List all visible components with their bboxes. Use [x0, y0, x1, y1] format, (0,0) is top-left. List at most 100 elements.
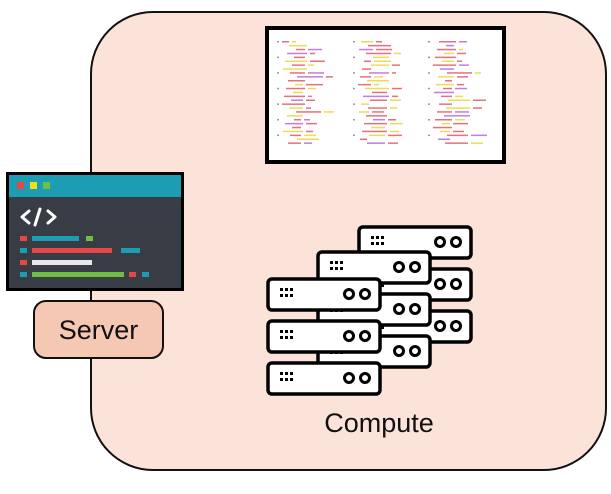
code-line-segment: [20, 248, 27, 253]
vent-dot: [381, 236, 384, 239]
panel-code-line: [304, 134, 316, 137]
panel-code-line: [283, 130, 303, 133]
panel-code-line: [392, 87, 402, 90]
panel-code-line: [366, 52, 391, 55]
panel-code-line: [457, 76, 468, 78]
panel-code-line: [362, 130, 387, 133]
indicator-light: [393, 261, 405, 273]
vent-dot: [285, 330, 288, 333]
panel-code-line: [361, 103, 369, 105]
panel-code-line: [371, 64, 389, 66]
vent-dot: [290, 378, 293, 381]
panel-code-line: [374, 83, 379, 86]
panel-code-line: [297, 138, 319, 140]
panel-code-line: [446, 44, 454, 47]
panel-code-line: [286, 87, 305, 90]
panel-gutter-mark: [428, 87, 430, 90]
panel-gutter-mark: [277, 87, 279, 90]
panel-code-line: [306, 122, 317, 125]
panel-code-line: [442, 60, 454, 62]
vent-dot: [285, 336, 288, 339]
indicator-light: [343, 372, 355, 384]
panel-code-line: [437, 111, 452, 113]
panel-code-line: [310, 52, 315, 55]
panel-code-line: [287, 52, 307, 55]
panel-code-line: [358, 83, 371, 86]
panel-code-line: [283, 68, 307, 70]
vent-dot: [371, 242, 374, 245]
panel-code-line: [447, 134, 468, 137]
panel-code-line: [392, 72, 396, 74]
indicator-light: [434, 320, 446, 332]
panel-code-line: [326, 76, 333, 78]
vent-dot: [280, 330, 283, 333]
panel-code-line: [293, 91, 303, 94]
vent-dot: [280, 336, 283, 339]
panel-gutter-mark: [353, 87, 355, 90]
panel-code-line: [296, 48, 305, 51]
panel-code-line: [434, 91, 454, 94]
indicator-light: [434, 278, 446, 290]
panel-code-line: [296, 111, 321, 113]
code-listing-panel-icon: [265, 26, 506, 164]
indicator-light: [409, 345, 421, 357]
panel-code-line: [362, 68, 371, 70]
panel-code-line: [433, 64, 456, 66]
panel-code-line: [284, 95, 305, 98]
panel-code-line: [288, 142, 301, 144]
panel-code-line: [471, 142, 483, 144]
panel-code-line: [367, 142, 385, 144]
panel-code-line: [294, 119, 301, 121]
panel-code-line: [306, 130, 313, 133]
panel-code-line: [308, 72, 324, 74]
panel-code-line: [459, 48, 463, 51]
panel-code-line: [289, 107, 303, 109]
panel-code-line: [310, 60, 325, 62]
panel-code-line: [373, 56, 389, 59]
panel-code-line: [324, 111, 334, 113]
vent-dot: [335, 261, 338, 264]
panel-gutter-mark: [428, 72, 430, 74]
window-dot-red: [17, 182, 24, 189]
vent-dot: [381, 326, 384, 329]
panel-gutter-mark: [353, 56, 355, 59]
panel-code-line: [285, 60, 307, 62]
vent-dot: [340, 261, 343, 264]
panel-code-line: [368, 44, 391, 47]
panel-code-line: [459, 41, 467, 43]
code-line-segment: [20, 272, 27, 277]
panel-code-line: [369, 72, 389, 74]
code-line-segment: [142, 272, 149, 277]
compute-label: Compute: [324, 408, 434, 438]
indicator-light: [359, 288, 371, 300]
panel-code-line: [290, 134, 301, 137]
panel-code-line: [364, 60, 371, 62]
vent-dot: [290, 294, 293, 297]
panel-code-line: [455, 119, 465, 121]
code-brackets-icon: [20, 207, 57, 227]
indicator-light: [343, 330, 355, 342]
panel-code-line: [306, 107, 311, 109]
panel-code-line: [372, 111, 384, 113]
panel-code-line: [306, 83, 323, 86]
vent-dot: [290, 336, 293, 339]
vent-dot: [280, 288, 283, 291]
panel-code-line: [392, 64, 400, 66]
panel-code-line: [304, 119, 310, 121]
panel-code-line: [455, 87, 467, 90]
panel-code-line: [359, 48, 373, 51]
server-label: Server: [59, 315, 139, 345]
panel-code-line: [453, 130, 464, 133]
indicator-light: [359, 330, 371, 342]
panel-code-line: [390, 107, 397, 109]
panel-code-line: [440, 130, 450, 133]
panel-code-line: [457, 52, 466, 55]
panel-code-line: [473, 99, 486, 101]
panel-code-line: [459, 64, 469, 66]
vent-dot: [290, 330, 293, 333]
panel-code-line: [304, 142, 312, 144]
panel-gutter-mark: [353, 103, 355, 105]
panel-code-line: [374, 60, 391, 62]
panel-code-line: [372, 91, 387, 94]
indicator-light: [393, 345, 405, 357]
